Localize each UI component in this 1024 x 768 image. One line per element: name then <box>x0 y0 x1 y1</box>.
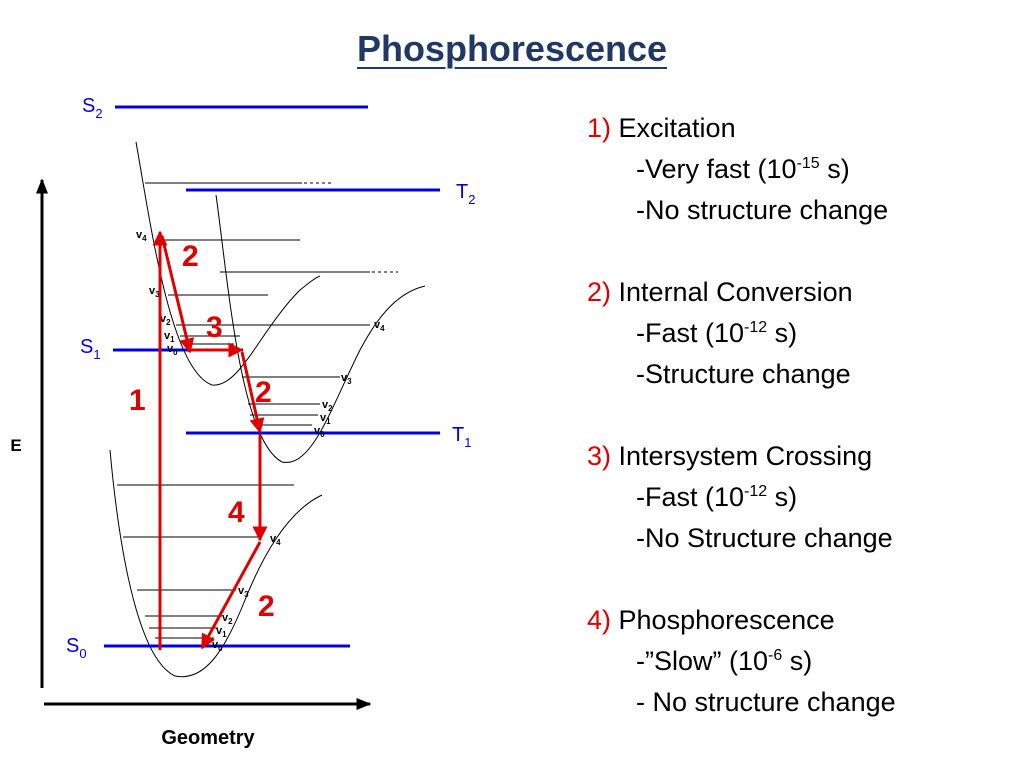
process-steps-list: 1) Excitation -Very fast (10-15 s) -No s… <box>587 108 896 723</box>
t1-label: T1 <box>452 424 471 450</box>
step-2-number: 2) <box>587 277 612 307</box>
step-3-number: 3) <box>587 441 612 471</box>
s2-label: S2 <box>82 95 103 121</box>
s1-v0-label: v0 <box>167 343 178 357</box>
step-4-number: 4) <box>587 605 612 635</box>
step-4-detail-2: - No structure change <box>636 687 896 717</box>
step-2-detail-1: -Fast (10-12 s) <box>636 318 798 348</box>
step-3-detail-1: -Fast (10-12 s) <box>636 482 798 512</box>
step-1-detail-2: -No structure change <box>636 195 889 225</box>
t1-vibrational-levels <box>220 271 370 426</box>
s0-v2-label: v2 <box>222 612 233 626</box>
step-1-name: Excitation <box>618 113 736 143</box>
s0-label: S0 <box>66 635 87 661</box>
step-1-number: 1) <box>587 113 612 143</box>
s1-label: S1 <box>80 336 101 362</box>
process-number-3: 3 <box>206 311 223 344</box>
s1-potential-curve <box>135 141 321 386</box>
s0-v3-label: v3 <box>238 585 249 599</box>
step-3-name: Intersystem Crossing <box>618 441 873 471</box>
s0-v1-label: v1 <box>216 625 227 639</box>
s1-v1-label: v1 <box>164 330 175 344</box>
s1-v3-label: v3 <box>149 285 160 299</box>
step-4-name: Phosphorescence <box>618 605 835 635</box>
s1-v4-label: v4 <box>136 229 147 243</box>
process-number-4: 4 <box>228 496 245 529</box>
s1-v2-label: v2 <box>160 313 171 327</box>
t1-v2-label: v2 <box>322 399 333 413</box>
t1-v4-label: v4 <box>374 319 385 333</box>
step-3: 3) Intersystem Crossing -Fast (10-12 s) … <box>587 436 896 559</box>
geometry-axis-label: Geometry <box>161 727 255 749</box>
page-title: Phosphorescence <box>356 28 668 69</box>
internal-conversion-arrow-3 <box>200 541 262 650</box>
step-1-detail-1: -Very fast (10-15 s) <box>636 154 850 184</box>
process-number-2a: 2 <box>182 240 199 273</box>
s1-vibrational-levels <box>145 182 302 345</box>
t1-v3-label: v3 <box>341 372 352 386</box>
s0-potential-curve <box>109 449 323 678</box>
step-1: 1) Excitation -Very fast (10-15 s) -No s… <box>587 108 896 231</box>
t1-v1-label: v1 <box>320 412 331 426</box>
step-4: 4) Phosphorescence -”Slow” (10-6 s) - No… <box>587 600 896 723</box>
dotted-level-extensions <box>266 182 398 486</box>
process-number-2b: 2 <box>255 376 272 409</box>
internal-conversion-arrow-1 <box>160 235 195 354</box>
s0-vibrational-levels <box>117 484 294 639</box>
step-2-name: Internal Conversion <box>618 277 853 307</box>
step-2-detail-2: -Structure change <box>636 359 851 389</box>
energy-axis-label: E <box>10 436 21 455</box>
t2-label: T2 <box>456 181 475 207</box>
step-4-detail-1: -”Slow” (10-6 s) <box>636 646 813 676</box>
jablonski-diagram: E Geometry <box>10 95 475 749</box>
s0-v0-label: v0 <box>212 639 223 653</box>
step-2: 2) Internal Conversion -Fast (10-12 s) -… <box>587 272 896 395</box>
t1-v0-label: v0 <box>314 425 325 439</box>
t1-potential-curve <box>215 194 426 463</box>
process-number-2c: 2 <box>258 590 275 623</box>
internal-conversion-arrow-2 <box>240 351 265 434</box>
process-number-1: 1 <box>129 384 146 417</box>
step-3-detail-2: -No Structure change <box>636 523 893 553</box>
s0-v4-label: v4 <box>270 533 281 547</box>
